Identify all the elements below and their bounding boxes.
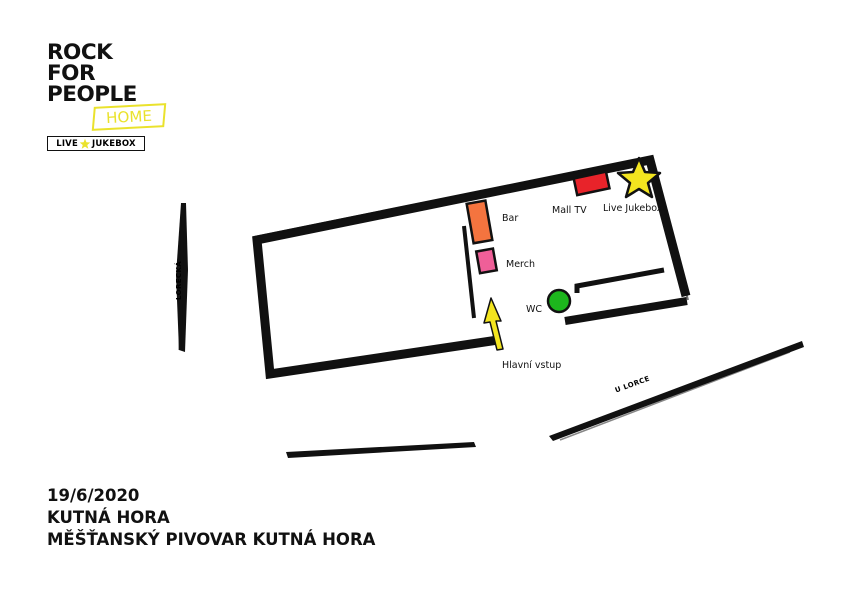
rock-for-people-logo: ROCK FOR PEOPLE HOME LIVE JUKEBOX [47, 42, 177, 154]
badge-jukebox-text: JUKEBOX [91, 138, 136, 149]
street-u-lorce [549, 341, 804, 441]
venue-wall-outline [252, 154, 691, 380]
logo-line-people: PEOPLE [47, 82, 137, 107]
venue-wall-bottom-right [564, 297, 688, 325]
label-mall-tv: Mall TV [552, 205, 587, 216]
label-main-entrance: Hlavní vstup [502, 360, 562, 371]
mall-tv-block [572, 170, 611, 197]
live-jukebox-star-icon [616, 156, 662, 199]
inner-wc-wall [574, 267, 665, 293]
venue-wall-outline-rough [252, 155, 689, 379]
event-venue: MĚŠŤANSKÝ PIVOVAR KUTNÁ HORA [47, 530, 376, 549]
logo-line-rock: ROCK [47, 40, 113, 65]
street-lorecka [176, 203, 188, 352]
label-wc: WC [526, 304, 543, 315]
wc-circle-icon [546, 288, 572, 314]
entrance-arrow-icon [483, 297, 504, 351]
event-city: KUTNÁ HORA [47, 508, 170, 527]
logo-line-for: FOR [47, 61, 96, 86]
event-date: 19/6/2020 [47, 486, 140, 505]
label-merch: Merch [506, 259, 535, 270]
star-icon [79, 138, 91, 149]
bar-block [465, 199, 494, 245]
label-live-jukebox: Live Jukebox [603, 203, 663, 214]
live-jukebox-badge: LIVE JUKEBOX [47, 136, 145, 151]
badge-live-text: LIVE [56, 138, 78, 149]
street-bottom [286, 442, 476, 458]
merch-block [474, 247, 499, 275]
label-bar: Bar [502, 213, 519, 224]
street-label-lorecka: LORECKÁ [175, 260, 183, 300]
inner-partition-wall [462, 225, 476, 319]
